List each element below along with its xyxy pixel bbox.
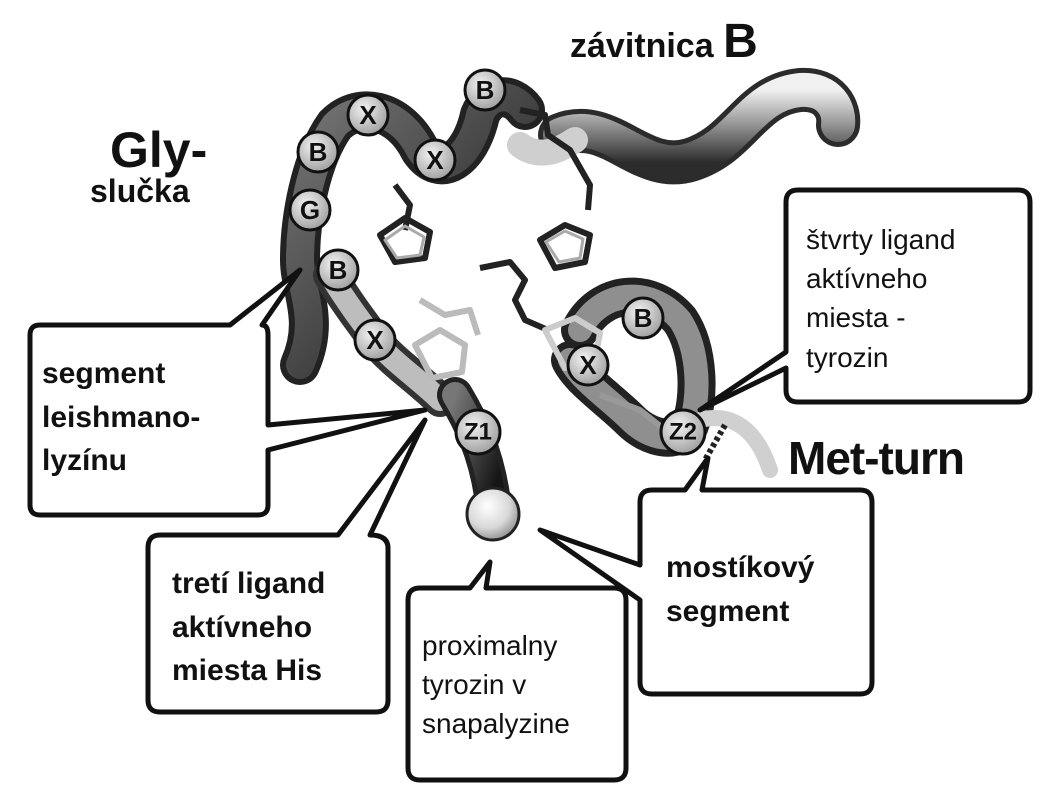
residue-bead-top-x1: X [346, 93, 390, 137]
residue-bead-z1: Z1 [454, 408, 502, 456]
proximal-tyrosine-ball [465, 486, 521, 542]
residue-bead-gly-b2: B [316, 248, 360, 292]
residue-bead-top-x2: X [413, 138, 457, 182]
side-chains [377, 107, 667, 433]
residue-bead-right-b: B [621, 296, 665, 340]
callout-bubble-leishmanolysin [27, 267, 428, 518]
callout-bubbles [27, 187, 1033, 783]
met-turn-label: Met-turn [788, 432, 965, 484]
svg-text:Z1: Z1 [464, 419, 492, 446]
svg-text:X: X [426, 145, 444, 175]
helix-b-prefix: závitnica [570, 27, 714, 65]
residue-bead-gly-g: G [288, 188, 332, 232]
residue-bead-z2: Z2 [659, 408, 707, 456]
gly-loop-label-line1: Gly- [110, 122, 208, 178]
svg-text:X: X [359, 100, 377, 130]
gly-loop-label-line2: slučka [90, 173, 190, 209]
residue-bead-right-x: X [566, 343, 610, 387]
residue-bead-top-b: B [463, 68, 507, 112]
callout-bubble-bridge-segment [537, 455, 875, 697]
helix-b-letter: B [723, 15, 758, 68]
svg-text:B: B [476, 75, 495, 105]
callout-bubble-fourth-ligand [697, 187, 1033, 413]
svg-text:G: G [300, 195, 320, 225]
residue-bead-gly-b1: B [296, 130, 340, 174]
svg-text:B: B [634, 303, 653, 333]
helix-b-label: závitnica B [570, 10, 758, 73]
residue-bead-gly-x: X [353, 318, 397, 362]
svg-text:X: X [366, 325, 384, 355]
svg-text:Z2: Z2 [669, 419, 697, 446]
svg-text:B: B [309, 137, 328, 167]
callout-bubble-third-ligand [145, 417, 428, 715]
helix-b-ribbon [507, 67, 861, 185]
svg-text:B: B [329, 255, 348, 285]
residue-beads: X X B B G B X Z1 [288, 68, 707, 456]
svg-text:X: X [579, 350, 597, 380]
